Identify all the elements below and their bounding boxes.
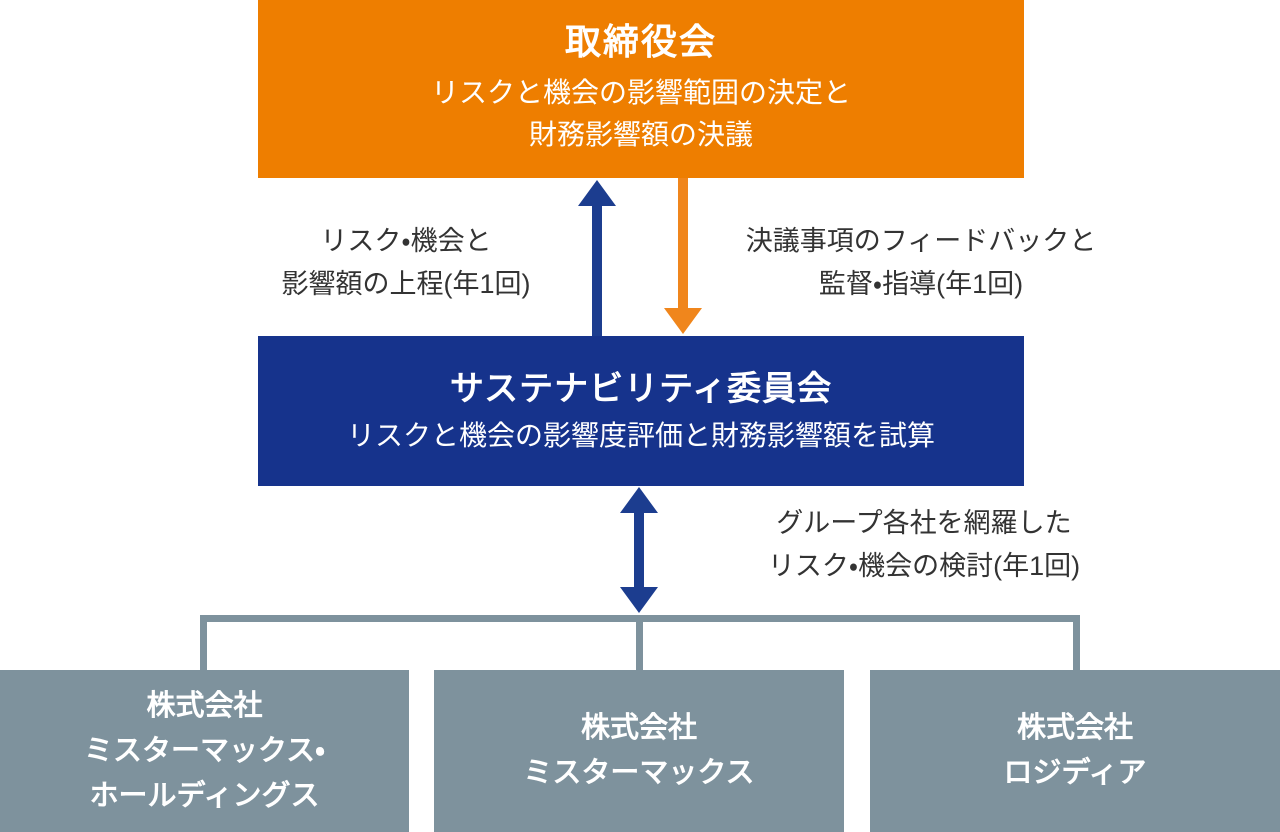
report-flow-label-line2: 影響額の上程(年1回) — [281, 269, 531, 299]
up-arrow-shaft — [592, 206, 602, 336]
board-description-line2: 財務影響額の決議 — [528, 119, 753, 150]
sustainability-committee-box: サステナビリティ委員会 リスクと機会の影響度評価と財務影響額を試算 — [258, 336, 1024, 486]
up-arrow-head — [578, 180, 616, 206]
double-arrow — [620, 487, 658, 613]
bracket-drop-left — [200, 615, 207, 671]
group-review-label-line2: リスク・機会の検討(年1回) — [767, 551, 1081, 581]
board-title: 取締役会 — [564, 21, 717, 62]
board-description-line1: リスクと機会の影響範囲の決定と — [430, 77, 851, 108]
company-box-mrmax-holdings: 株式会社 ミスターマックス・ ホールディングス — [0, 670, 409, 832]
company-2-line1: 株式会社 — [580, 712, 697, 744]
company-1-line1: 株式会社 — [146, 689, 263, 722]
feedback-flow-label: 決議事項のフィードバックと 監督・指導(年1回) — [718, 220, 1124, 306]
company-3-line2: ロジディア — [1003, 757, 1147, 789]
company-1-line3: ホールディングス — [89, 779, 320, 812]
company-3-line1: 株式会社 — [1016, 712, 1133, 744]
double-arrow-head-bottom — [620, 587, 658, 613]
report-flow-label: リスク・機会と 影響額の上程(年1回) — [238, 220, 574, 306]
company-box-logidear: 株式会社 ロジディア — [870, 670, 1280, 832]
bracket-drop-center — [636, 615, 643, 671]
double-arrow-shaft — [634, 513, 644, 587]
double-arrow-head-top — [620, 487, 658, 513]
board-description: リスクと機会の影響範囲の決定と 財務影響額の決議 — [431, 72, 851, 156]
up-arrow — [578, 180, 616, 336]
bracket-drop-right — [1073, 615, 1080, 671]
board-of-directors-box: 取締役会 リスクと機会の影響範囲の決定と 財務影響額の決議 — [258, 0, 1024, 178]
committee-title: サステナビリティ委員会 — [449, 370, 833, 408]
company-2-line2: ミスターマックス — [523, 757, 755, 789]
group-review-label-line1: グループ各社を網羅した — [776, 508, 1072, 538]
report-flow-label-line1: リスク・機会と — [320, 226, 492, 256]
down-arrow — [664, 178, 702, 334]
company-1-line2: ミスターマックス・ — [84, 734, 325, 767]
down-arrow-shaft — [678, 178, 688, 308]
company-box-mrmax: 株式会社 ミスターマックス — [434, 670, 844, 832]
feedback-flow-label-line1: 決議事項のフィードバックと — [745, 226, 1097, 256]
committee-description: リスクと機会の影響度評価と財務影響額を試算 — [346, 420, 935, 451]
group-review-label: グループ各社を網羅した リスク・機会の検討(年1回) — [714, 502, 1134, 588]
feedback-flow-label-line2: 監督・指導(年1回) — [818, 269, 1024, 299]
down-arrow-head — [664, 308, 702, 334]
